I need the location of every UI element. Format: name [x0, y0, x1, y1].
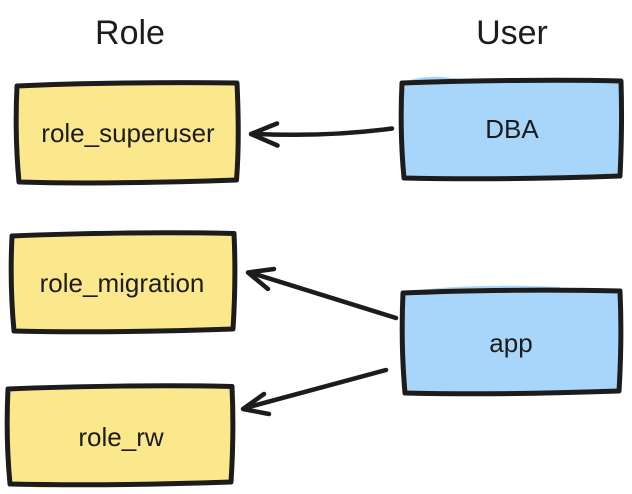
- node-box: [13, 80, 241, 186]
- column-header-role: Role: [95, 14, 165, 52]
- arrow-app-to-role-rw: [240, 367, 389, 417]
- node-box: [8, 230, 238, 335]
- node-user-app: app: [399, 285, 624, 397]
- arrowhead-icon: [240, 391, 272, 417]
- node-label: role_rw: [78, 422, 163, 452]
- arrow-shaft: [244, 367, 389, 410]
- node-user-dba: DBA: [398, 76, 625, 182]
- arrow-shaft: [248, 270, 399, 321]
- node-box: [398, 77, 625, 182]
- node-role-migration: role_migration: [8, 230, 238, 335]
- arrowhead-icon: [248, 121, 280, 148]
- arrow-shaft: [250, 126, 395, 137]
- node-label: role_migration: [40, 268, 205, 298]
- node-label: DBA: [485, 114, 539, 144]
- node-role-rw: role_rw: [4, 383, 236, 488]
- node-role-superuser: role_superuser: [13, 80, 241, 186]
- arrow-app-to-role-migration: [245, 266, 399, 321]
- column-header-user: User: [476, 14, 548, 52]
- node-label: app: [489, 328, 532, 358]
- arrowhead-icon: [245, 266, 277, 292]
- node-box: [399, 287, 624, 397]
- node-box: [4, 383, 236, 488]
- node-label: role_superuser: [41, 118, 215, 148]
- arrow-dba-to-role-superuser: [248, 121, 395, 148]
